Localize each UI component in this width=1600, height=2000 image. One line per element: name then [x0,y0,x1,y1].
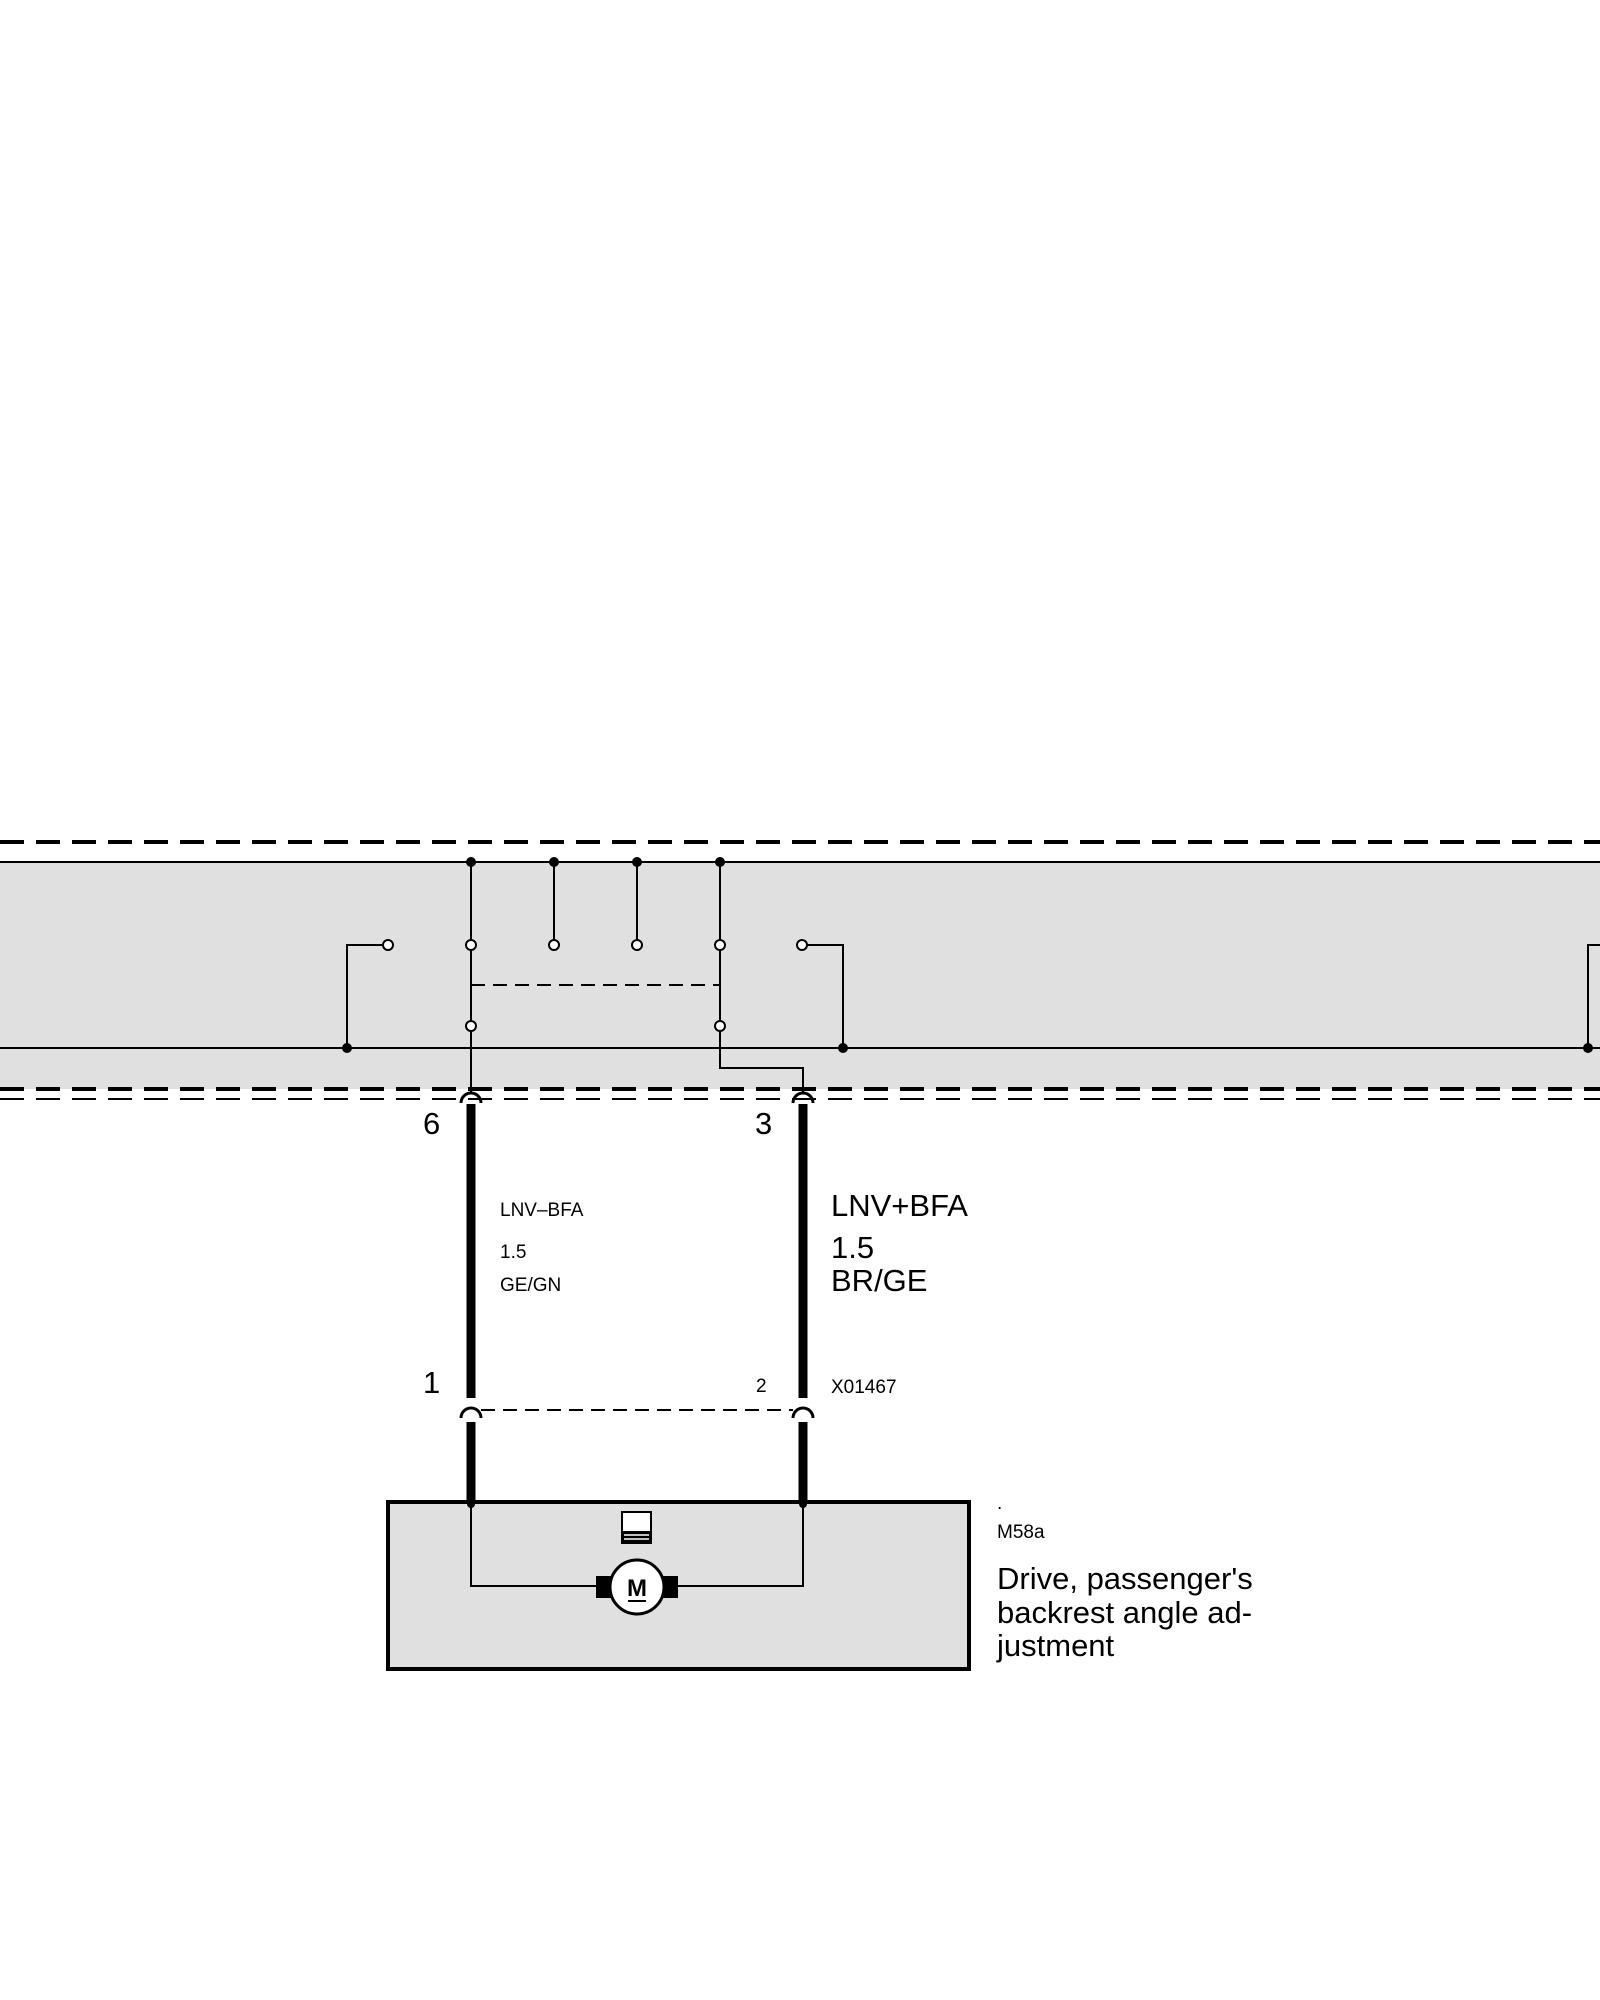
component-m58a: M [386,1500,971,1671]
wire-right-signal: LNV+BFA [831,1188,968,1223]
bottom-pin-2-label: 2 [756,1376,767,1397]
component-dot: . [997,1493,1002,1514]
switch-contact-icon [346,862,1600,1092]
motor-symbol-label: M [627,1575,647,1602]
control-module-body [0,862,1600,1089]
component-description-line-2: backrest angle ad- [997,1595,1252,1630]
wire-left-signal: LNV–BFA [500,1200,584,1221]
top-connector: 6 3 [423,1091,815,1141]
wire-left-cross-section: 1.5 [500,1242,526,1263]
connector-id: X01467 [831,1377,897,1398]
component-code: M58a [997,1522,1045,1543]
bottom-pin-1-socket [459,1406,483,1419]
bottom-pin-2-socket [791,1406,815,1419]
wire-left-color-code: GE/GN [500,1275,561,1296]
bottom-pin-1-label: 1 [423,1365,440,1400]
top-pin-6-label: 6 [423,1106,440,1141]
top-pin-6-socket [459,1091,483,1104]
wire-right-color-code: BR/GE [831,1263,927,1298]
seat-symbol-icon [621,1511,652,1544]
top-pin-3-socket [791,1091,815,1104]
component-description-line-1: Drive, passenger's [997,1561,1253,1596]
motor-icon: M [596,1558,678,1616]
wire-right-cross-section: 1.5 [831,1230,874,1265]
top-pin-3-label: 3 [755,1106,772,1141]
control-module [0,840,1600,1100]
component-description-line-3: justment [996,1628,1115,1663]
bottom-connector: 1 2 X01467 [423,1365,897,1419]
